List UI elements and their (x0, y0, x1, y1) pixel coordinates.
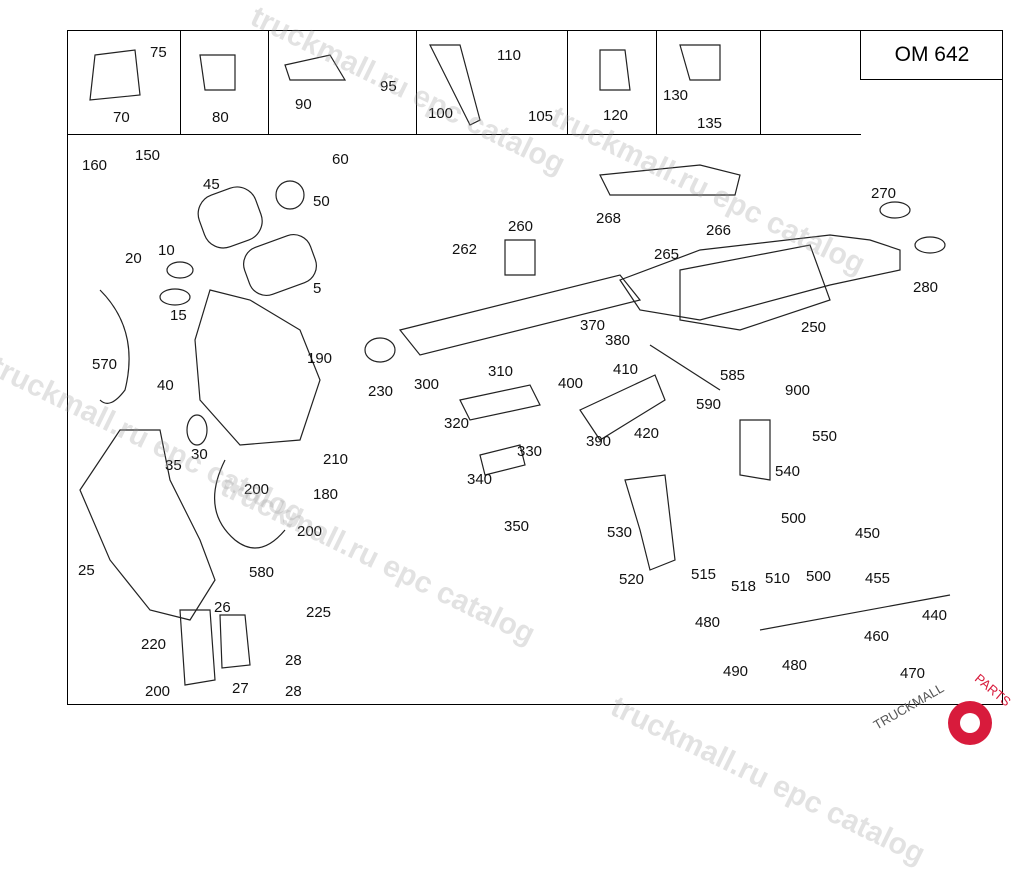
callout-label: 160 (82, 157, 108, 174)
callout-label: 150 (135, 147, 161, 164)
callout-label: 27 (232, 680, 249, 697)
callout-label: 262 (452, 241, 478, 258)
model-code: OM 642 (860, 30, 1003, 80)
divider (180, 30, 181, 135)
callout-label: 520 (619, 571, 645, 588)
callout-label: 340 (467, 471, 493, 488)
callout-label: 130 (663, 87, 689, 104)
callout-label: 380 (605, 332, 631, 349)
divider (760, 30, 761, 135)
divider (656, 30, 657, 135)
callout-label: 105 (528, 108, 554, 125)
callout-label: 370 (580, 317, 606, 334)
callout-label: 200 (244, 481, 270, 498)
callout-label: 310 (488, 363, 514, 380)
callout-label: 266 (706, 222, 732, 239)
callout-label: 28 (285, 652, 302, 669)
callout-label: 30 (191, 446, 208, 463)
callout-label: 268 (596, 210, 622, 227)
callout-label: 480 (782, 657, 808, 674)
callout-label: 900 (785, 382, 811, 399)
callout-label: 50 (313, 193, 330, 210)
callout-label: 585 (720, 367, 746, 384)
callout-label: 200 (145, 683, 171, 700)
exhaust-parts-drawing (79, 44, 951, 686)
callout-label: 455 (865, 570, 891, 587)
callout-label: 460 (864, 628, 890, 645)
callout-label: 100 (428, 105, 454, 122)
callout-label: 26 (214, 599, 231, 616)
callout-label: 75 (150, 44, 167, 61)
callout-label: 440 (922, 607, 948, 624)
callout-label: 200 (297, 523, 323, 540)
callout-label: 120 (603, 107, 629, 124)
callout-label: 190 (307, 350, 333, 367)
catalytic-converter-front (79, 186, 321, 621)
callout-label: 135 (697, 115, 723, 132)
callout-label: 500 (781, 510, 807, 527)
callout-label: 330 (517, 443, 543, 460)
svg-text:TRUCKMALL: TRUCKMALL (871, 680, 947, 732)
callout-label: 280 (913, 279, 939, 296)
top-parts-strip (67, 30, 861, 135)
callout-label: 320 (444, 415, 470, 432)
callout-label: 270 (871, 185, 897, 202)
callout-label: 518 (731, 578, 757, 595)
divider (416, 30, 417, 135)
callout-label: 45 (203, 176, 220, 193)
callout-label: 530 (607, 524, 633, 541)
callout-label: 60 (332, 151, 349, 168)
callout-label: 470 (900, 665, 926, 682)
callout-label: 225 (306, 604, 332, 621)
callout-label: 580 (249, 564, 275, 581)
callout-label: 250 (801, 319, 827, 336)
callout-label: 550 (812, 428, 838, 445)
brackets (89, 44, 771, 686)
callout-label: 260 (508, 218, 534, 235)
callout-label: 300 (414, 376, 440, 393)
callout-label: 540 (775, 463, 801, 480)
callout-label: 25 (78, 562, 95, 579)
clamps (159, 180, 946, 446)
callout-label: 480 (695, 614, 721, 631)
callout-label: 210 (323, 451, 349, 468)
divider (268, 30, 269, 135)
callout-label: 500 (806, 568, 832, 585)
callout-label: 80 (212, 109, 229, 126)
callout-label: 28 (285, 683, 302, 700)
callout-label: 95 (380, 78, 397, 95)
callout-label: 90 (295, 96, 312, 113)
callout-label: 40 (157, 377, 174, 394)
callout-label: 220 (141, 636, 167, 653)
callout-label: 230 (368, 383, 394, 400)
sensor-cables (99, 289, 951, 631)
exhaust-pipe (398, 164, 901, 356)
callout-label: 10 (158, 242, 175, 259)
callout-label: 390 (586, 433, 612, 450)
callout-label: 515 (691, 566, 717, 583)
callout-label: 35 (165, 457, 182, 474)
callout-label: 570 (92, 356, 118, 373)
diagram-frame (67, 30, 1003, 705)
callout-label: 110 (497, 47, 521, 64)
truckmall-logo: TRUCKMALL PARTS (860, 665, 1020, 745)
gear-logo-icon: TRUCKMALL PARTS (871, 671, 1014, 745)
callout-label: 20 (125, 250, 142, 267)
callout-label: 590 (696, 396, 722, 413)
callout-label: 70 (113, 109, 130, 126)
divider (567, 30, 568, 135)
callout-label: 400 (558, 375, 584, 392)
callout-label: 350 (504, 518, 530, 535)
callout-label: 410 (613, 361, 639, 378)
callout-label: 490 (723, 663, 749, 680)
callout-label: 180 (313, 486, 339, 503)
callout-label: 510 (765, 570, 791, 587)
callout-label: 265 (654, 246, 680, 263)
callout-label: 15 (170, 307, 187, 324)
callout-label: 450 (855, 525, 881, 542)
callout-label: 5 (313, 280, 322, 297)
callout-label: 420 (634, 425, 660, 442)
